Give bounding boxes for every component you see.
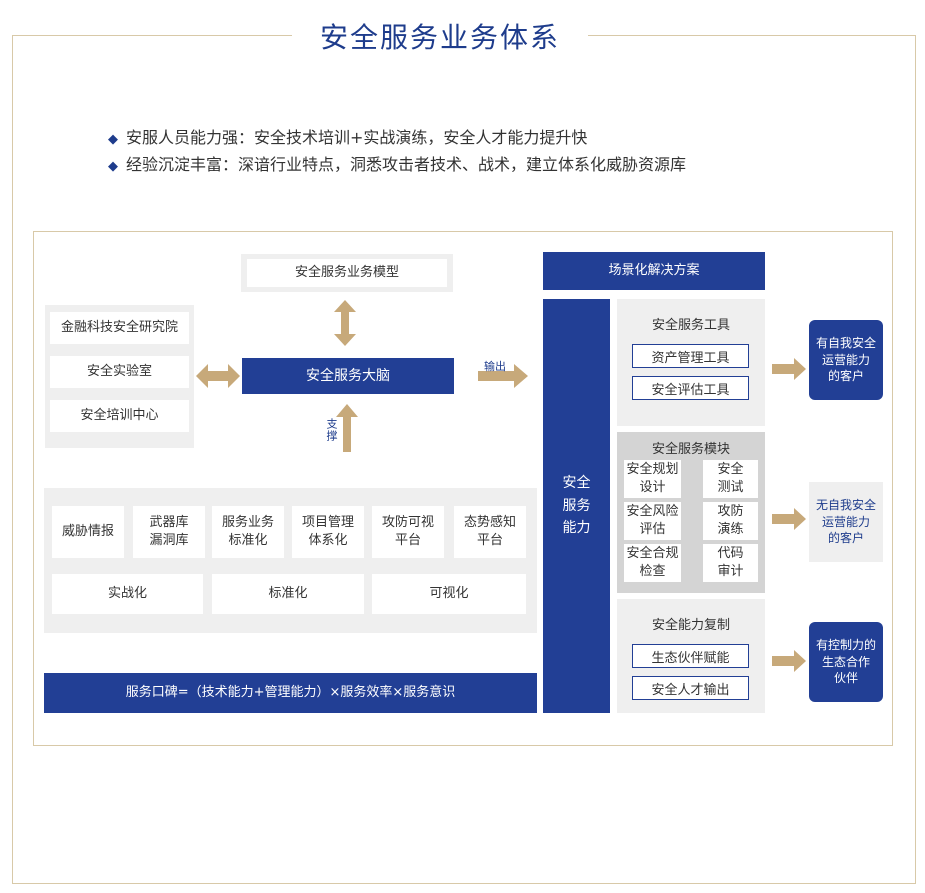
bullet-item: ◆ 安服人员能力强：安全技术培训+实战演练，安全人才能力提升快: [108, 124, 587, 148]
customer-box: 有控制力的 生态合作 伙伴: [809, 622, 883, 702]
foundation-item: 攻防可视 平台: [372, 506, 444, 558]
solution-header: 场景化解决方案: [543, 252, 765, 290]
tools-title: 安全服务工具: [651, 318, 730, 333]
module-item: 代码 审计: [703, 544, 758, 582]
module-item: 安全规划 设计: [624, 460, 681, 498]
foundation-bottom-item: 实战化: [52, 574, 203, 614]
left-item: 安全实验室: [50, 356, 189, 388]
customer-box-bg: [809, 482, 883, 562]
replication-title: 安全能力复制: [651, 618, 730, 633]
capability-column: 安全 服务 能力: [543, 299, 610, 713]
modules-title: 安全服务模块: [651, 442, 730, 457]
foundation-item: 服务业务 标准化: [212, 506, 284, 558]
double-arrow-icon: [196, 364, 240, 388]
support-label: 支撑: [325, 418, 338, 442]
module-item: 安全 测试: [703, 460, 758, 498]
right-arrow-icon: [772, 508, 806, 530]
tool-item: 资产管理工具: [632, 344, 749, 368]
bullet-text: 经验沉淀丰富：深谙行业特点，洞悉攻击者技术、战术，建立体系化威胁资源库: [126, 155, 687, 174]
foundation-bottom-item: 可视化: [372, 574, 526, 614]
double-arrow-icon: [334, 300, 356, 346]
left-item: 安全培训中心: [50, 400, 189, 432]
module-item: 安全风险 评估: [624, 502, 681, 540]
foundation-item: 武器库 漏洞库: [133, 506, 205, 558]
foundation-bottom-item: 标准化: [212, 574, 364, 614]
bullet-text: 安服人员能力强：安全技术培训+实战演练，安全人才能力提升快: [126, 128, 588, 147]
foundation-item: 威胁情报: [52, 506, 124, 558]
title-background: [292, 18, 588, 58]
replication-item: 生态伙伴赋能: [632, 644, 749, 668]
diamond-bullet-icon: ◆: [108, 132, 118, 147]
right-arrow-icon: [478, 364, 528, 388]
left-item: 金融科技安全研究院: [50, 312, 189, 344]
replication-item: 安全人才输出: [632, 676, 749, 700]
tool-item: 安全评估工具: [632, 376, 749, 400]
right-arrow-icon: [772, 650, 806, 672]
diamond-bullet-icon: ◆: [108, 159, 118, 174]
page-title: 安全服务业务体系: [319, 21, 560, 54]
right-arrow-icon: [772, 358, 806, 380]
output-label: 输出: [484, 360, 506, 373]
bullet-item: ◆ 经验沉淀丰富：深谙行业特点，洞悉攻击者技术、战术，建立体系化威胁资源库: [108, 151, 686, 175]
model-box: 安全服务业务模型: [247, 259, 447, 287]
foundation-item: 态势感知 平台: [454, 506, 526, 558]
foundation-item: 项目管理 体系化: [292, 506, 364, 558]
customer-box: 无自我安全 运营能力 的客户: [815, 497, 876, 546]
module-item: 安全合规 检查: [624, 544, 681, 582]
formula-bar: 服务口碑=（技术能力+管理能力）×服务效率×服务意识: [44, 673, 537, 713]
module-item: 攻防 演练: [703, 502, 758, 540]
customer-box: 有自我安全 运营能力 的客户: [809, 320, 883, 400]
brain-box: 安全服务大脑: [242, 358, 454, 394]
up-arrow-icon: [336, 404, 358, 452]
